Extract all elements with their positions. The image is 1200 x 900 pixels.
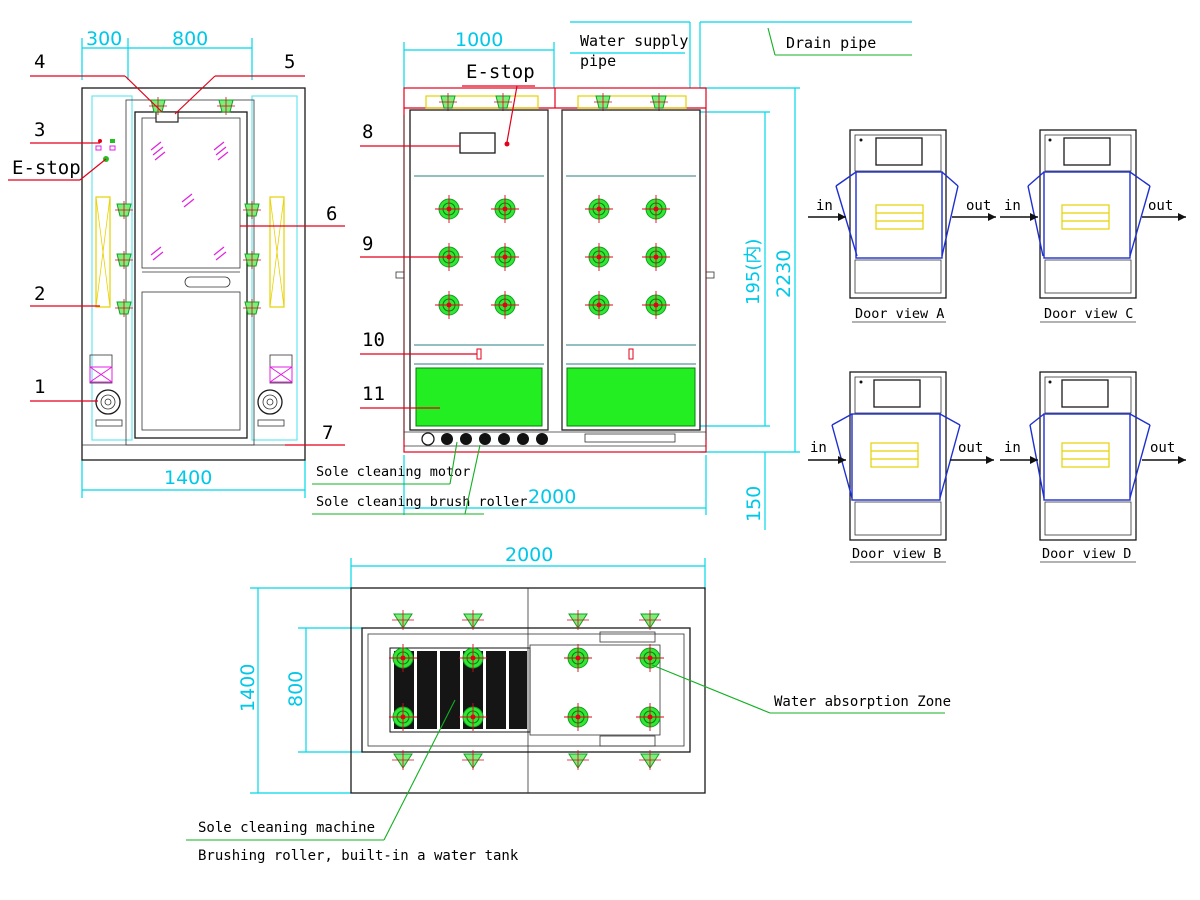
door-c-out: out (1148, 198, 1173, 214)
front-cabinet (81, 87, 306, 461)
brush-rollers (421, 432, 676, 446)
side-dim-2000: 2000 (528, 486, 576, 508)
water-absorption-zone-label: Water absorption Zone (774, 694, 951, 710)
door-b-label: Door view B (852, 546, 941, 562)
front-callouts: 4 5 3 E-stop 2 1 6 7 (8, 51, 345, 446)
sole-cleaning-brush-label: Sole cleaning brush roller (316, 494, 527, 510)
side-view: 1000 2000 195(内) 2230 150 Water supply p… (312, 21, 912, 530)
front-door (134, 111, 248, 439)
brushing-roller-label: Brushing roller, built-in a water tank (198, 848, 519, 864)
door-views: in out Door view A in out Door view C (808, 129, 1186, 563)
door-c-label: Door view C (1044, 306, 1133, 322)
front-estop-label: E-stop (12, 157, 81, 179)
callout-7: 7 (322, 422, 333, 444)
front-lamp-left (95, 196, 111, 308)
door-b-out: out (958, 440, 983, 456)
side-dimensions: 1000 2000 195(内) 2230 150 (403, 29, 800, 530)
side-callouts: 8 9 10 11 (360, 121, 477, 409)
plan-dim-2000: 2000 (505, 544, 553, 566)
plan-dim-800: 800 (285, 671, 307, 707)
door-b-in: in (810, 440, 827, 456)
door-d-in: in (1004, 440, 1021, 456)
filter-right (566, 367, 696, 427)
callout-2: 2 (34, 283, 45, 305)
door-view-a: in out Door view A (808, 129, 996, 323)
door-a-in: in (816, 198, 833, 214)
plan-dimensions: 2000 1400 800 (237, 544, 706, 794)
door-c-in: in (1004, 198, 1021, 214)
side-estop-label: E-stop (466, 61, 535, 83)
door-handle (184, 276, 231, 288)
water-supply-label-1: Water supply (580, 32, 688, 50)
side-dim-195: 195(内) (743, 239, 764, 305)
door-view-b: in out Door view B (808, 371, 994, 563)
front-dim-300: 300 (86, 28, 122, 50)
drain-pipe-label: Drain pipe (786, 34, 876, 52)
callout-10: 10 (362, 329, 385, 351)
front-fan-right (257, 354, 293, 427)
plan-dim-1400: 1400 (237, 664, 259, 712)
front-fan-left (89, 354, 123, 427)
brush-area (389, 647, 531, 733)
front-dim-800: 800 (172, 28, 208, 50)
front-dim-1400: 1400 (164, 467, 212, 489)
control-display (459, 132, 496, 154)
front-view: 300 800 1400 (8, 28, 345, 498)
door-a-label: Door view A (855, 306, 944, 322)
callout-11: 11 (362, 383, 385, 405)
door-d-out: out (1150, 440, 1175, 456)
callout-6: 6 (326, 203, 337, 225)
door-a-out: out (966, 198, 991, 214)
side-dim-2230: 2230 (773, 250, 795, 298)
side-estop-button[interactable] (504, 141, 510, 147)
callout-4: 4 (34, 51, 45, 73)
door-d-label: Door view D (1042, 546, 1131, 562)
callout-5: 5 (284, 51, 295, 73)
door-view-c: in out Door view C (1000, 129, 1186, 323)
side-dim-150: 150 (743, 486, 765, 522)
sole-cleaning-motor-label: Sole cleaning motor (316, 464, 470, 480)
callout-3: 3 (34, 119, 45, 141)
door-view-d: in out Door view D (1000, 371, 1186, 563)
front-dimensions: 300 800 1400 (81, 28, 306, 498)
sole-cleaning-machine-label: Sole cleaning machine (198, 820, 375, 836)
callout-1: 1 (34, 376, 45, 398)
plan-view: 2000 1400 800 (186, 544, 951, 864)
filter-left (415, 367, 543, 427)
water-supply-label-2: pipe (580, 52, 616, 70)
side-dim-1000: 1000 (455, 29, 503, 51)
callout-9: 9 (362, 233, 373, 255)
front-lamp-right (269, 196, 285, 308)
callout-8: 8 (362, 121, 373, 143)
